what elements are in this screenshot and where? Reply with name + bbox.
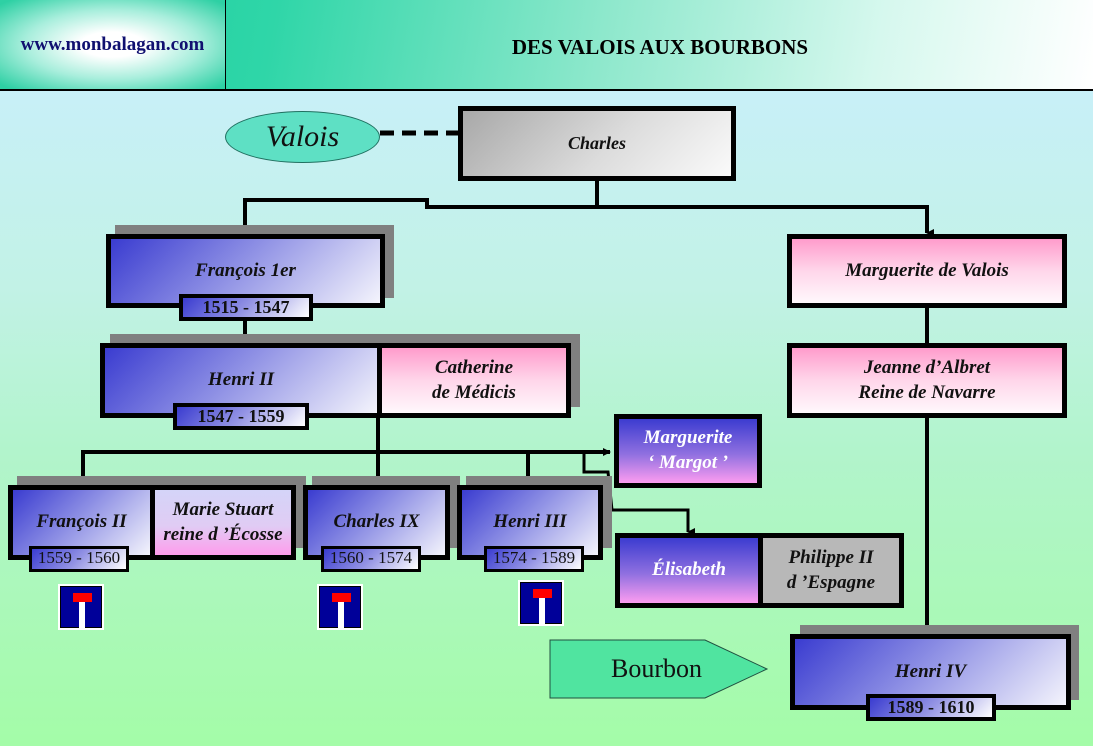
name-line-1: Marie Stuart (172, 498, 274, 520)
dead-end-sign-icon (58, 584, 104, 630)
king-name: Henri II (208, 369, 274, 391)
valois-label: Valois (225, 111, 380, 163)
name-line-2: Reine de Navarre (858, 381, 996, 403)
reign-dates: 1559 - 1560 (29, 546, 129, 572)
reign-dates: 1547 - 1559 (173, 403, 309, 430)
king-name: François 1er (195, 259, 296, 281)
dead-end-sign-icon (518, 580, 564, 626)
node-charles: Charles (458, 106, 736, 181)
reign-dates: 1589 - 1610 (866, 694, 996, 721)
name-line-2: de Médicis (432, 381, 516, 403)
node-catherine-de-medicis: Catherine de Médicis (377, 343, 571, 418)
king-name: François II (36, 511, 127, 533)
king-name: Charles IX (333, 511, 420, 533)
bourbon-label: Bourbon (611, 654, 702, 683)
bourbon-arrow-shape (549, 639, 769, 699)
reign-dates: 1560 - 1574 (321, 546, 421, 572)
name-line-1: Jeanne d’Albret (863, 356, 991, 378)
name-line-2: ‘ Margot ’ (647, 452, 729, 473)
reign-dates: 1574 - 1589 (484, 546, 584, 572)
node-jeanne-d-albret: Jeanne d’Albret Reine de Navarre (787, 343, 1067, 418)
name-line-2: d ’Espagne (786, 571, 876, 593)
charles-to-children (243, 178, 599, 237)
reign-dates: 1515 - 1547 (179, 294, 313, 321)
page-title: DES VALOIS AUX BOURBONS (511, 35, 809, 59)
name-line-2: reine d ’Écosse (163, 523, 283, 545)
node-henri-ii: Henri II (100, 343, 382, 418)
node-philippe-ii: Philippe II d ’Espagne (758, 533, 904, 608)
dead-end-sign-icon (317, 584, 363, 630)
node-elisabeth: Élisabeth (615, 533, 763, 608)
node-marguerite-de-valois: Marguerite de Valois (787, 234, 1067, 308)
king-name: Henri IV (894, 660, 967, 682)
name: Élisabeth (652, 559, 726, 581)
name-line-1: Catherine (434, 356, 514, 378)
site-link[interactable]: www.monbalagan.com (20, 34, 205, 55)
name-line-1: Philippe II (788, 546, 874, 568)
site-logo-cell: www.monbalagan.com (0, 0, 226, 89)
node-marguerite-margot: Marguerite ‘ Margot ’ (614, 414, 762, 488)
name-line-1: Marguerite (643, 427, 733, 449)
king-name: Henri III (493, 511, 567, 533)
node-marie-stuart: Marie Stuart reine d ’Écosse (150, 485, 296, 560)
charles-to-marguerite (597, 205, 934, 237)
header-banner: www.monbalagan.com DES VALOIS AUX BOURBO… (0, 0, 1093, 91)
